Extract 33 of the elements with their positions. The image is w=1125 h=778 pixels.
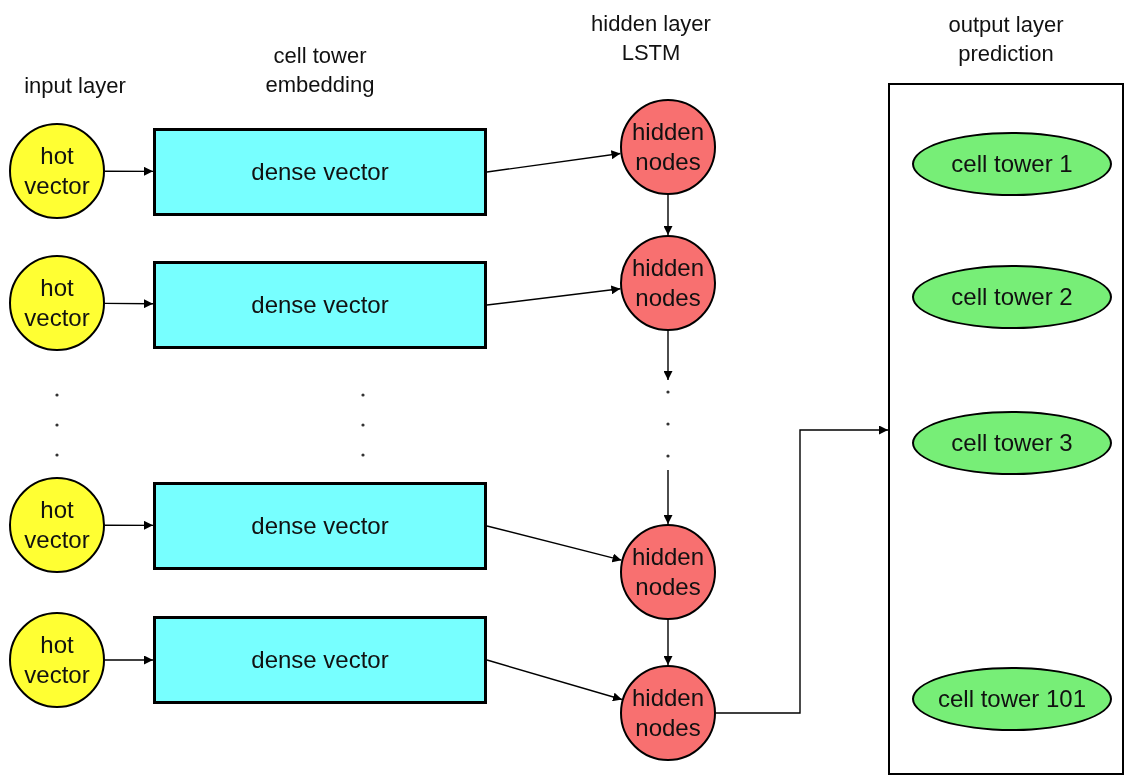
vector-circle: hot vector	[9, 123, 105, 219]
output-ellipse: cell tower 1	[912, 132, 1112, 196]
embedding-box: dense vector	[153, 616, 487, 704]
arrow	[663, 194, 673, 236]
arrow	[104, 166, 154, 176]
arrow	[486, 285, 622, 306]
arrow	[104, 299, 154, 309]
output-ellipse: cell tower 101	[912, 667, 1112, 731]
vector-circle: hot vector	[9, 477, 105, 573]
output-ellipse: cell tower 3	[912, 411, 1112, 475]
arrow	[486, 525, 623, 563]
embedding-box: dense vector	[153, 128, 487, 216]
column-heading: cell tower embedding	[264, 42, 376, 99]
column-heading: hidden layer LSTM	[590, 10, 712, 67]
vector-circle: hidden nodes	[620, 235, 716, 331]
arrow	[663, 469, 673, 525]
arrow	[663, 619, 673, 666]
layer-heading: output layer prediction	[947, 11, 1065, 68]
arrow	[104, 655, 154, 665]
arrow	[715, 425, 889, 714]
column-heading: input layer	[23, 72, 127, 100]
arrow	[104, 520, 154, 530]
output-ellipse: cell tower 2	[912, 265, 1112, 329]
vector-circle: hidden nodes	[620, 99, 716, 195]
vector-circle: hot vector	[9, 612, 105, 708]
embedding-box: dense vector	[153, 482, 487, 570]
arrow	[486, 659, 623, 702]
arrow	[486, 150, 622, 173]
arrow	[663, 330, 673, 381]
embedding-box: dense vector	[153, 261, 487, 349]
vector-circle: hot vector	[9, 255, 105, 351]
vector-circle: hidden nodes	[620, 524, 716, 620]
vector-circle: hidden nodes	[620, 665, 716, 761]
